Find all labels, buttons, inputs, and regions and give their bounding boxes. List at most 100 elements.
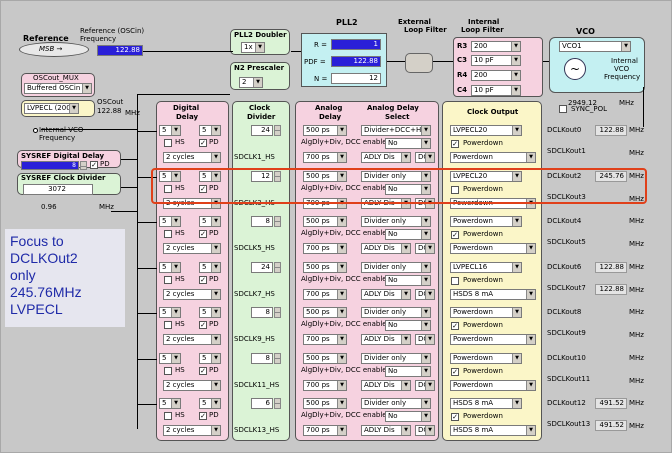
pd-checkbox[interactable]: ✓ <box>199 185 207 193</box>
dcc-enable-select[interactable]: No▼ <box>385 275 431 286</box>
chevron-down-icon[interactable]: ▼ <box>425 244 434 253</box>
analog-delay-mode-select[interactable]: Divider only▼ <box>361 216 431 227</box>
sdclk-analog-delay-select[interactable]: 700 ps▼ <box>303 152 347 163</box>
analog-delay-mode-select[interactable]: Divider only▼ <box>361 262 431 273</box>
chevron-down-icon[interactable]: ▼ <box>337 426 346 435</box>
clock-output-format-select[interactable]: HSDS 8 mA▼ <box>450 398 522 409</box>
chevron-down-icon[interactable]: ▼ <box>211 335 220 344</box>
dcc-enable-select[interactable]: No▼ <box>385 366 431 377</box>
chevron-down-icon[interactable]: ▼ <box>171 217 180 226</box>
sdclk-dc-select[interactable]: DC▼ <box>415 289 435 300</box>
chevron-down-icon[interactable]: ▼ <box>421 308 430 317</box>
chevron-down-icon[interactable]: ▼ <box>171 172 180 181</box>
sdclk-adly-select[interactable]: ADLY Dis▼ <box>361 243 411 254</box>
analog-delay-select[interactable]: 500 ps▼ <box>303 125 347 136</box>
chevron-down-icon[interactable]: ▼ <box>337 308 346 317</box>
vco-select[interactable]: VCO1▼ <box>559 41 631 52</box>
chevron-down-icon[interactable]: ▼ <box>211 153 220 162</box>
analog-delay-mode-select[interactable]: Divider only▼ <box>361 353 431 364</box>
clock-divider-spinner[interactable] <box>274 398 281 409</box>
powerdown-checkbox[interactable] <box>451 186 459 194</box>
chevron-down-icon[interactable]: ▼ <box>425 153 434 162</box>
hs-checkbox[interactable] <box>164 412 172 420</box>
clock-divider-spinner[interactable] <box>274 216 281 227</box>
chevron-down-icon[interactable]: ▼ <box>211 399 220 408</box>
pd-checkbox[interactable]: ✓ <box>199 139 207 147</box>
sysref-cycles-select[interactable]: 2 cycles▼ <box>163 425 221 436</box>
chevron-down-icon[interactable]: ▼ <box>337 126 346 135</box>
chevron-down-icon[interactable]: ▼ <box>421 367 430 376</box>
powerdown-checkbox[interactable] <box>451 277 459 285</box>
chevron-down-icon[interactable]: ▼ <box>421 263 430 272</box>
digital-delay-b-select[interactable]: 5▼ <box>199 125 221 136</box>
chevron-down-icon[interactable]: ▼ <box>512 126 521 135</box>
r4-select[interactable]: 200▼ <box>471 70 521 81</box>
chevron-down-icon[interactable]: ▼ <box>526 381 535 390</box>
analog-delay-select[interactable]: 500 ps▼ <box>303 171 347 182</box>
oscout-mux-select[interactable]: Buffered OSCin▼ <box>24 83 92 94</box>
analog-delay-select[interactable]: 500 ps▼ <box>303 262 347 273</box>
sdclk-analog-delay-select[interactable]: 700 ps▼ <box>303 334 347 345</box>
chevron-down-icon[interactable]: ▼ <box>211 308 220 317</box>
chevron-down-icon[interactable]: ▼ <box>337 335 346 344</box>
chevron-down-icon[interactable]: ▼ <box>401 244 410 253</box>
digital-delay-b-select[interactable]: 5▼ <box>199 171 221 182</box>
chevron-down-icon[interactable]: ▼ <box>421 185 430 194</box>
pll2-doubler-select[interactable]: 1x▼ <box>241 42 265 53</box>
clock-divider-spinner[interactable] <box>274 171 281 182</box>
chevron-down-icon[interactable]: ▼ <box>421 276 430 285</box>
c3-select[interactable]: 10 pF▼ <box>471 55 521 66</box>
chevron-down-icon[interactable]: ▼ <box>211 381 220 390</box>
analog-delay-select[interactable]: 500 ps▼ <box>303 398 347 409</box>
dcc-enable-select[interactable]: No▼ <box>385 411 431 422</box>
analog-delay-mode-select[interactable]: Divider+DCC+H▼ <box>361 125 431 136</box>
chevron-down-icon[interactable]: ▼ <box>526 290 535 299</box>
chevron-down-icon[interactable]: ▼ <box>337 354 346 363</box>
chevron-down-icon[interactable]: ▼ <box>211 172 220 181</box>
hs-checkbox[interactable] <box>164 276 172 284</box>
analog-delay-select[interactable]: 500 ps▼ <box>303 216 347 227</box>
chevron-down-icon[interactable]: ▼ <box>421 217 430 226</box>
clock-divider-input[interactable]: 24 <box>251 262 273 273</box>
chevron-down-icon[interactable]: ▼ <box>337 153 346 162</box>
chevron-down-icon[interactable]: ▼ <box>512 399 521 408</box>
dcc-enable-select[interactable]: No▼ <box>385 138 431 149</box>
c4-select[interactable]: 10 pF▼ <box>471 85 521 96</box>
chevron-down-icon[interactable]: ▼ <box>526 426 535 435</box>
chevron-down-icon[interactable]: ▼ <box>171 126 180 135</box>
chevron-down-icon[interactable]: ▼ <box>211 244 220 253</box>
sdclk-output-format-select[interactable]: Powerdown▼ <box>450 334 536 345</box>
chevron-down-icon[interactable]: ▼ <box>211 290 220 299</box>
powerdown-checkbox[interactable]: ✓ <box>451 231 459 239</box>
chevron-down-icon[interactable]: ▼ <box>211 126 220 135</box>
sysref-cycles-select[interactable]: 2 cycles▼ <box>163 243 221 254</box>
chevron-down-icon[interactable]: ▼ <box>337 172 346 181</box>
chevron-down-icon[interactable]: ▼ <box>171 399 180 408</box>
sysref-pd-checkbox[interactable]: ✓ <box>90 161 98 169</box>
sdclk-dc-select[interactable]: DC▼ <box>415 152 435 163</box>
sdclk-adly-select[interactable]: ADLY Dis▼ <box>361 152 411 163</box>
pll2-n-input[interactable]: 12 <box>331 73 381 84</box>
pd-checkbox[interactable]: ✓ <box>199 276 207 284</box>
chevron-down-icon[interactable]: ▼ <box>401 381 410 390</box>
digital-delay-a-select[interactable]: 5▼ <box>159 125 181 136</box>
hs-checkbox[interactable] <box>164 321 172 329</box>
hs-checkbox[interactable] <box>164 367 172 375</box>
pll2-pdf-input[interactable]: 122.88 <box>331 56 381 67</box>
chevron-down-icon[interactable]: ▼ <box>526 244 535 253</box>
clock-output-format-select[interactable]: LVPECL20▼ <box>450 171 522 182</box>
n2-prescaler-select[interactable]: 2▼ <box>239 77 263 88</box>
chevron-down-icon[interactable]: ▼ <box>171 263 180 272</box>
digital-delay-a-select[interactable]: 5▼ <box>159 398 181 409</box>
sdclk-dc-select[interactable]: DC▼ <box>415 425 435 436</box>
oscout-format-select[interactable]: LVPECL (2000▼ <box>24 103 79 114</box>
sdclk-analog-delay-select[interactable]: 700 ps▼ <box>303 380 347 391</box>
chevron-down-icon[interactable]: ▼ <box>211 217 220 226</box>
pd-checkbox[interactable]: ✓ <box>199 412 207 420</box>
pd-checkbox[interactable]: ✓ <box>199 321 207 329</box>
powerdown-checkbox[interactable]: ✓ <box>451 368 459 376</box>
chevron-down-icon[interactable]: ▼ <box>512 217 521 226</box>
clock-output-format-select[interactable]: Powerdown▼ <box>450 353 522 364</box>
hs-checkbox[interactable] <box>164 230 172 238</box>
dcc-enable-select[interactable]: No▼ <box>385 229 431 240</box>
